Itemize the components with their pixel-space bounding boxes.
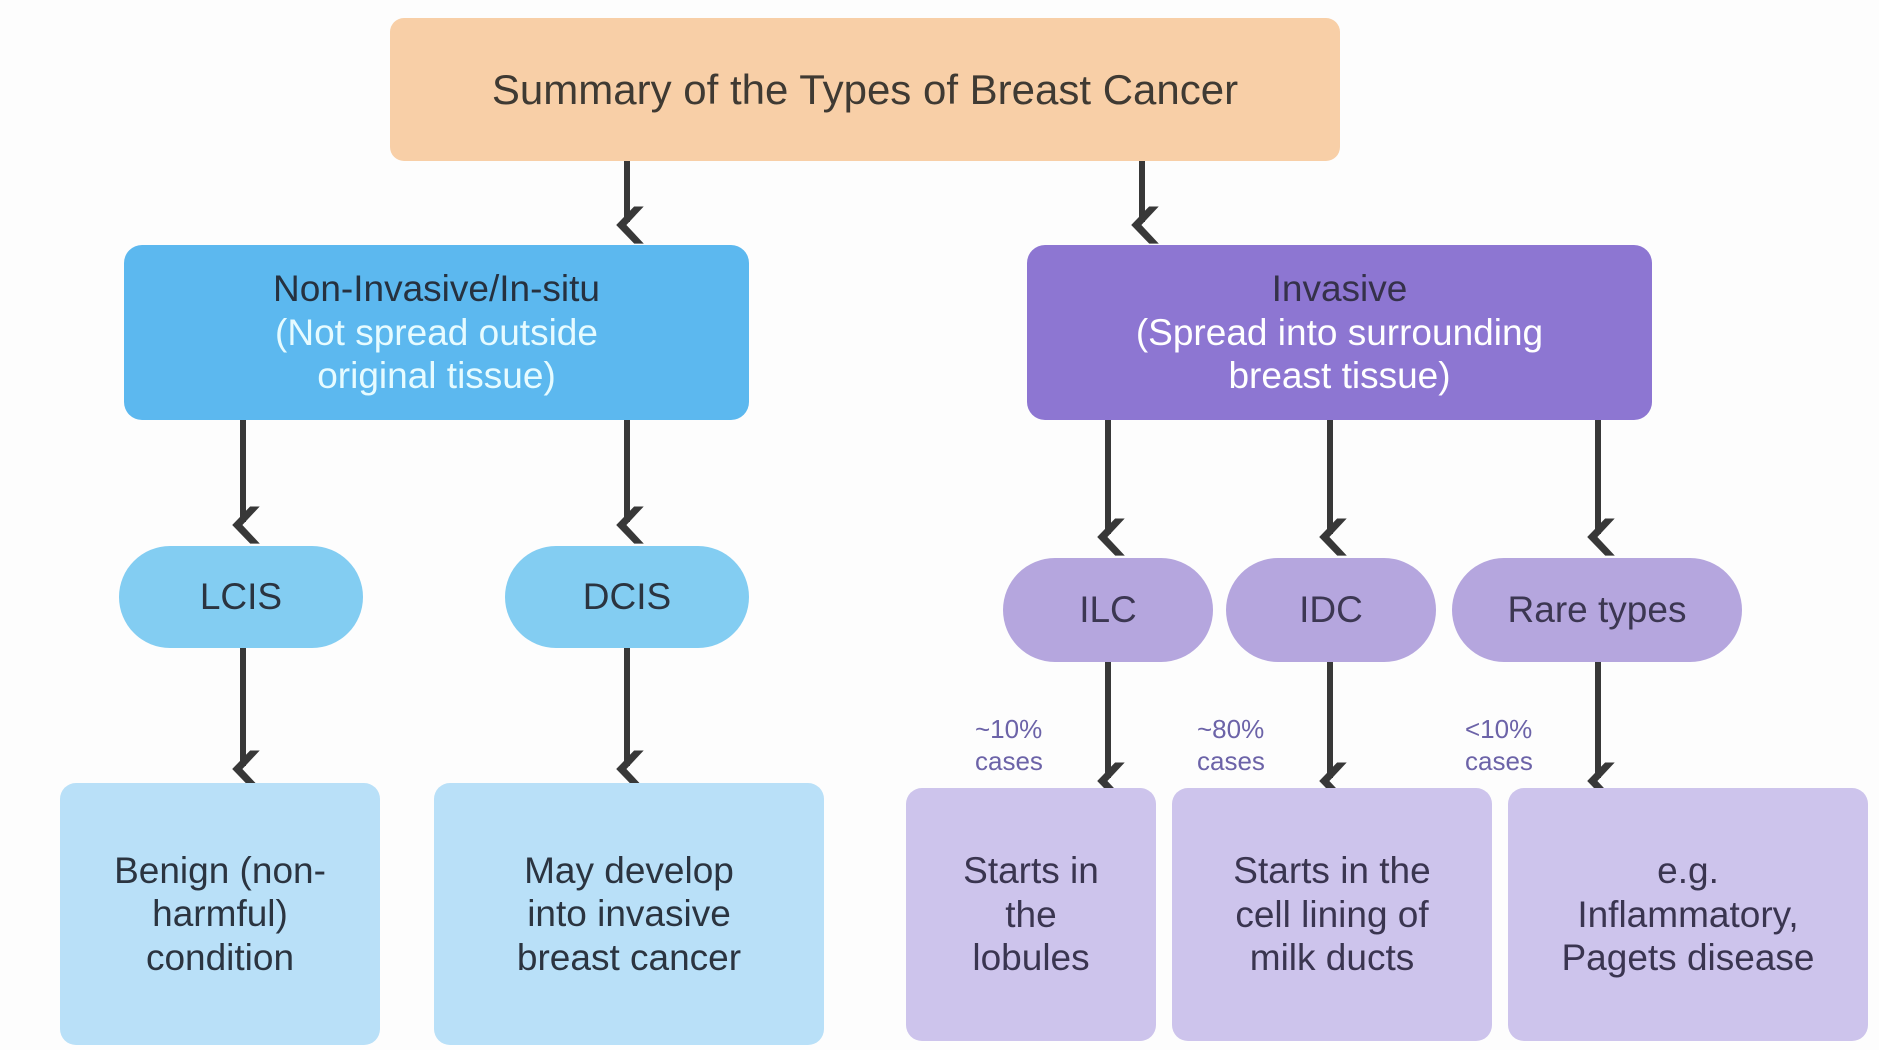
edge-label-ilc-line2: cases <box>975 746 1043 776</box>
pill-ilc: ILC <box>1003 558 1213 662</box>
category-non-invasive-subtitle-line1: (Not spread outside <box>275 311 598 353</box>
leaf-idc-line3: milk ducts <box>1249 937 1415 979</box>
leaf-ilc-detail: Starts in the lobules <box>906 788 1156 1041</box>
leaf-lcis-line3: condition <box>145 936 295 978</box>
leaf-rare-types-detail: e.g. Inflammatory, Pagets disease <box>1508 788 1868 1041</box>
leaf-idc-line1: Starts in the <box>1233 850 1431 892</box>
leaf-rare-types-line3: Pagets disease <box>1561 937 1815 979</box>
leaf-ilc-line3: lobules <box>972 937 1090 979</box>
edge-label-rare-types: <10% cases <box>1465 680 1570 778</box>
pill-idc: IDC <box>1226 558 1436 662</box>
pill-ilc-label: ILC <box>1079 589 1137 631</box>
leaf-idc-line2: cell lining of <box>1235 893 1429 935</box>
category-non-invasive-header: Non-Invasive/In-situ <box>273 268 600 310</box>
pill-rare-types-label: Rare types <box>1507 589 1687 631</box>
diagram-title-box: Summary of the Types of Breast Cancer <box>390 18 1340 161</box>
leaf-lcis-line1: Benign (non- <box>114 849 326 891</box>
edge-label-idc-line1: ~80% <box>1197 713 1265 744</box>
edge-label-idc-line2: cases <box>1197 746 1265 776</box>
leaf-rare-types-line1: e.g. <box>1657 850 1719 892</box>
leaf-idc-detail: Starts in the cell lining of milk ducts <box>1172 788 1492 1041</box>
pill-idc-label: IDC <box>1299 589 1363 631</box>
pill-rare-types: Rare types <box>1452 558 1742 662</box>
pill-lcis-label: LCIS <box>199 576 283 618</box>
leaf-rare-types-line2: Inflammatory, <box>1577 893 1799 935</box>
leaf-dcis-line2: into invasive <box>527 893 731 935</box>
category-non-invasive-subtitle-line2: original tissue) <box>317 355 556 397</box>
edge-label-rare-types-line2: cases <box>1465 746 1533 776</box>
edge-label-rare-types-line1: <10% <box>1465 713 1533 744</box>
leaf-ilc-line2: the <box>1005 893 1057 935</box>
category-invasive-subtitle-line1: (Spread into surrounding <box>1135 311 1544 353</box>
edge-label-idc: ~80% cases <box>1197 680 1302 778</box>
category-invasive-header: Invasive <box>1271 268 1408 310</box>
category-invasive-subtitle-line2: breast tissue) <box>1228 355 1451 397</box>
leaf-ilc-line1: Starts in <box>963 850 1099 892</box>
edge-label-ilc-line1: ~10% <box>975 713 1043 744</box>
leaf-dcis-line3: breast cancer <box>516 936 742 978</box>
diagram-title: Summary of the Types of Breast Cancer <box>491 65 1239 113</box>
leaf-lcis-line2: harmful) <box>152 893 288 935</box>
leaf-lcis-outcome: Benign (non- harmful) condition <box>60 783 380 1045</box>
leaf-dcis-line1: May develop <box>524 849 734 891</box>
pill-dcis: DCIS <box>505 546 749 648</box>
pill-lcis: LCIS <box>119 546 363 648</box>
category-non-invasive: Non-Invasive/In-situ (Not spread outside… <box>124 245 749 420</box>
category-invasive: Invasive (Spread into surrounding breast… <box>1027 245 1652 420</box>
leaf-dcis-outcome: May develop into invasive breast cancer <box>434 783 824 1045</box>
pill-dcis-label: DCIS <box>582 576 672 618</box>
edge-label-ilc: ~10% cases <box>975 680 1080 778</box>
